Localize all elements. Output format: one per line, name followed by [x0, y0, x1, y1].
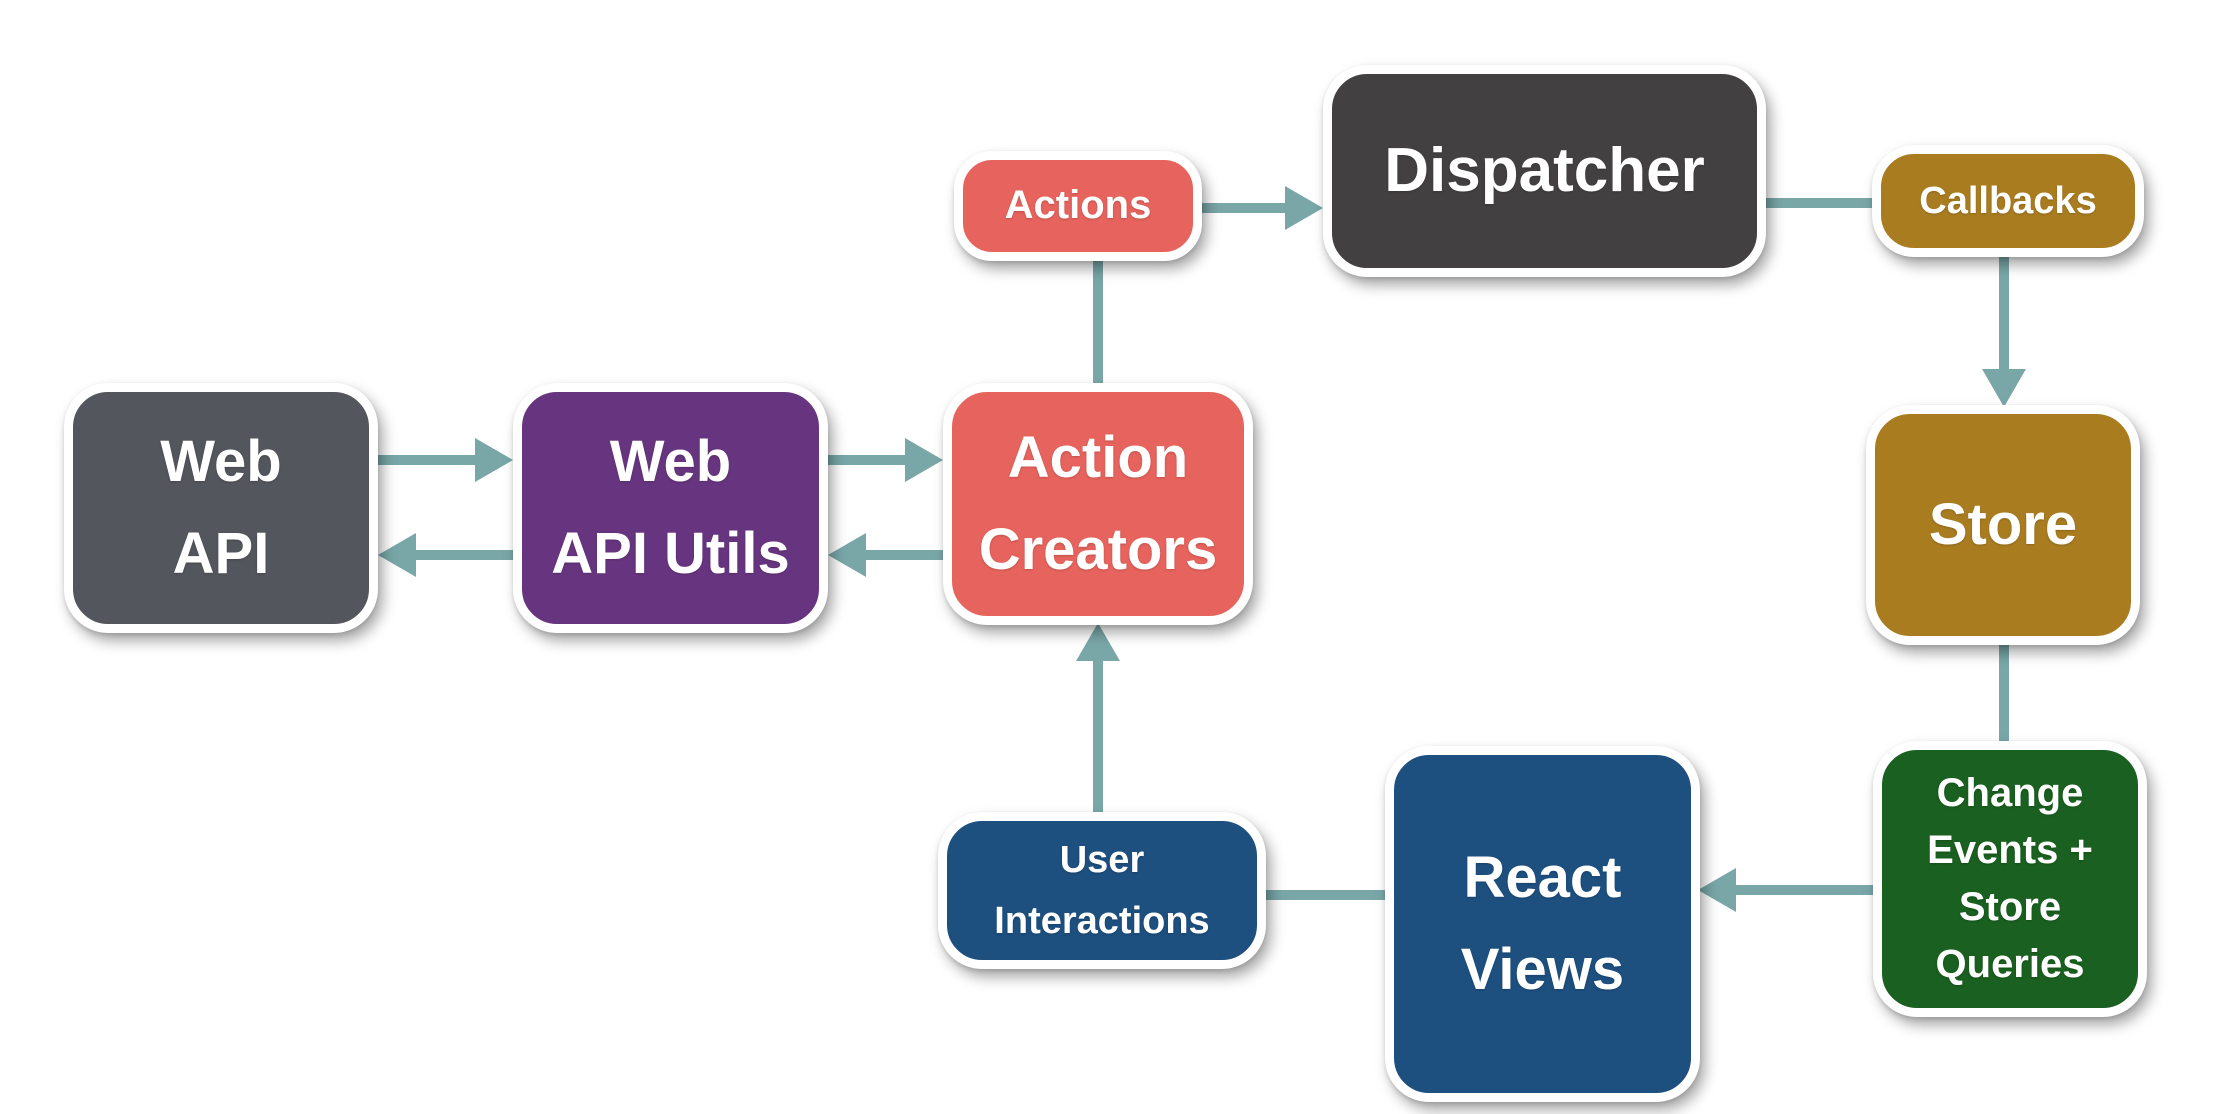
- connector-store-to-change-events: [1999, 643, 2009, 743]
- connector-line: [1732, 885, 1873, 895]
- connector-action-creators-to-web-api-utils: [828, 533, 943, 577]
- connector-line: [862, 550, 943, 560]
- connector-action-creators-to-actions: [1093, 259, 1103, 385]
- connector-user-interactions-to-action-creators: [1076, 623, 1120, 814]
- connector-line: [1999, 257, 2009, 373]
- connector-dispatcher-to-callbacks: [1764, 198, 1872, 208]
- node-dispatcher: Dispatcher: [1323, 65, 1766, 277]
- connector-line: [412, 550, 513, 560]
- node-web-api: Web API: [64, 383, 378, 633]
- node-web-api-utils-label: Web API Utils: [551, 429, 790, 586]
- node-action-creators-label: Action Creators: [978, 425, 1218, 582]
- connector-web-api-utils-to-action-creators: [828, 438, 943, 482]
- node-react-views: React Views: [1385, 746, 1700, 1102]
- connector-line: [1202, 203, 1289, 213]
- node-change-events-store-queries-label: Change Events + Store Queries: [1927, 771, 2093, 986]
- connector-react-views-to-user-interactions: [1256, 890, 1386, 900]
- arrowhead-up-icon: [1076, 623, 1120, 661]
- connector-callbacks-to-store: [1982, 257, 2026, 407]
- arrowhead-right-icon: [1285, 186, 1323, 230]
- arrowhead-left-icon: [378, 533, 416, 577]
- connector-line: [378, 455, 479, 465]
- connector-web-api-to-web-api-utils: [378, 438, 513, 482]
- node-dispatcher-label: Dispatcher: [1384, 136, 1705, 206]
- connector-actions-to-dispatcher: [1202, 186, 1323, 230]
- node-user-interactions-label: User Interactions: [994, 838, 1210, 942]
- node-change-events-store-queries: Change Events + Store Queries: [1873, 741, 2147, 1017]
- node-user-interactions: User Interactions: [938, 812, 1266, 969]
- node-store: Store: [1866, 405, 2140, 645]
- node-store-label: Store: [1928, 492, 2078, 558]
- arrowhead-down-icon: [1982, 369, 2026, 407]
- connector-line: [1093, 657, 1103, 814]
- node-callbacks: Callbacks: [1872, 145, 2144, 257]
- node-web-api-utils: Web API Utils: [513, 383, 828, 633]
- node-actions: Actions: [954, 151, 1202, 261]
- node-react-views-label: React Views: [1460, 845, 1625, 1002]
- connector-line: [828, 455, 909, 465]
- connector-change-events-to-react-views: [1698, 868, 1873, 912]
- arrowhead-left-icon: [1698, 868, 1736, 912]
- arrowhead-left-icon: [828, 533, 866, 577]
- connector-web-api-utils-to-web-api: [378, 533, 513, 577]
- node-actions-label: Actions: [1004, 183, 1152, 228]
- node-web-api-label: Web API: [160, 429, 282, 586]
- node-callbacks-label: Callbacks: [1919, 179, 2097, 222]
- arrowhead-right-icon: [905, 438, 943, 482]
- arrowhead-right-icon: [475, 438, 513, 482]
- node-action-creators: Action Creators: [943, 383, 1253, 625]
